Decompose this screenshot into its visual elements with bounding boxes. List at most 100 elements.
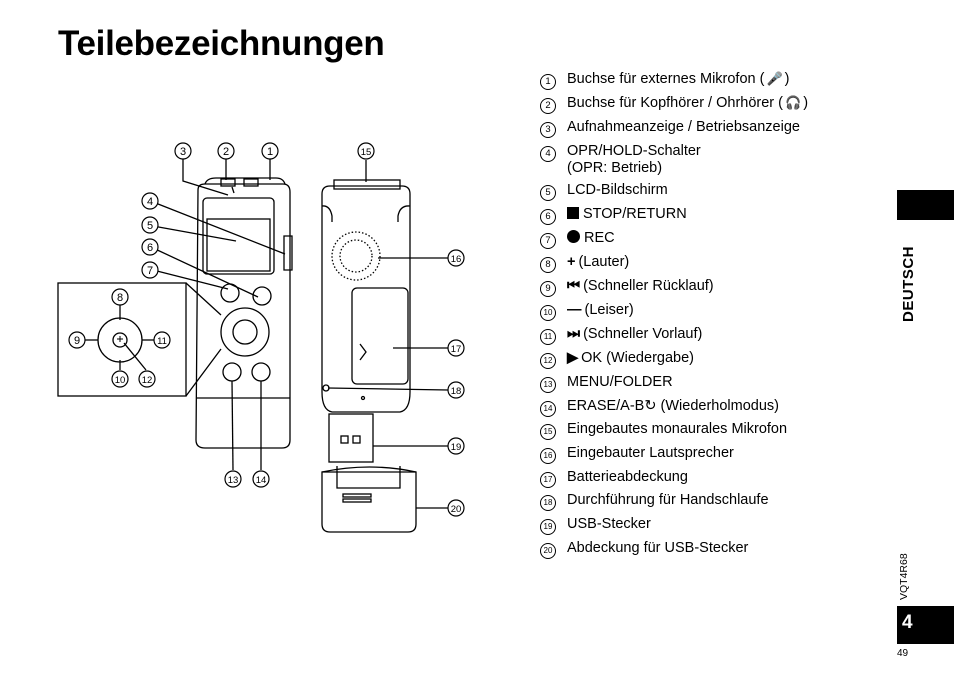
svg-text:2: 2 [223,146,229,158]
item-number: 18 [540,495,556,511]
usb-plug [328,413,374,463]
list-item: 1 Buchse für externes Mikrofon (🎤) [540,70,789,90]
stop-button [252,286,272,306]
page-number: 4 [902,612,913,633]
callout-1: 1 [261,142,279,160]
callout-20: 20 [447,499,465,517]
skip-back-icon: ⏮ [567,278,581,294]
callout-11: 11 [153,331,171,349]
list-item: 20 Abdeckung für USB-Stecker [540,539,748,559]
item-number: 9 [540,281,556,297]
item-number: 13 [540,377,556,393]
callout-18: 18 [447,381,465,399]
lcd-frame [202,197,275,275]
zoom-inset [57,282,187,397]
callout-8: 8 [111,288,129,306]
svg-text:5: 5 [147,220,153,232]
svg-text:14: 14 [256,475,267,486]
headphones-icon: 🎧 [785,95,802,110]
list-item: 3 Aufnahmeanzeige / Betriebsanzeige [540,118,800,138]
callout-15: 15 [357,142,375,160]
usb-cover [321,471,417,533]
svg-text:1: 1 [267,146,273,158]
language-tab: DEUTSCH [900,245,917,322]
callout-7: 7 [141,261,159,279]
item-number: 19 [540,519,556,535]
plus-icon: + [567,254,576,270]
list-item: 19 USB-Stecker [540,515,651,535]
svg-text:18: 18 [451,386,462,397]
svg-text:20: 20 [451,504,462,515]
speaker-grille [331,231,381,281]
lcd-screen [206,218,271,272]
footer-page-number: 49 [897,648,909,659]
record-dot-icon [567,230,580,243]
callout-14: 14 [252,470,270,488]
item-number: 20 [540,543,556,559]
jog-dial [220,307,270,357]
menu-button [222,362,242,382]
battery-cover [351,287,409,385]
svg-text:13: 13 [228,475,239,486]
item-number: 2 [540,98,556,114]
callout-10: 10 [111,370,129,388]
item-number: 4 [540,146,556,162]
svg-text:17: 17 [451,344,462,355]
item-number: 1 [540,74,556,90]
list-item: 10 —(Leiser) [540,301,634,321]
callout-19: 19 [447,437,465,455]
svg-text:15: 15 [361,147,372,158]
svg-text:11: 11 [157,336,167,347]
svg-text:16: 16 [451,254,462,265]
list-item: 5 LCD-Bildschirm [540,181,668,201]
headphone-jack [220,178,236,187]
item-number: 8 [540,257,556,273]
svg-text:19: 19 [451,442,462,453]
list-item: 4 OPR/HOLD-Schalter (OPR: Betrieb) [540,142,701,176]
list-item: 16 Eingebauter Lautsprecher [540,444,734,464]
minus-icon: — [567,302,582,318]
list-item: 8 +(Lauter) [540,253,629,273]
item-number: 16 [540,448,556,464]
ok-button [232,319,258,345]
list-item: 2 Buchse für Kopfhörer / Ohrhörer (🎧) [540,94,808,114]
callout-3: 3 [174,142,192,160]
svg-text:12: 12 [142,375,153,386]
item-number: 17 [540,472,556,488]
item-number: 7 [540,233,556,249]
skip-forward-icon: ⏭ [567,326,581,342]
section-tab [897,190,954,220]
page-title: Teilebezeichnungen [58,24,385,63]
item-number: 11 [540,329,556,345]
callout-5: 5 [141,216,159,234]
mic-icon: 🎤 [766,71,783,86]
recorder-front-body [195,183,291,449]
callout-4: 4 [141,192,159,210]
list-item: 9 ⏮(Schneller Rücklauf) [540,277,714,297]
stop-square-icon [567,207,579,219]
callout-2: 2 [217,142,235,160]
callout-16: 16 [447,249,465,267]
svg-text:9: 9 [74,335,80,347]
page-number-box [897,606,954,644]
list-item: 12 ▶OK (Wiedergabe) [540,349,694,369]
list-item: 15 Eingebautes monaurales Mikrofon [540,420,787,440]
svg-text:7: 7 [147,265,153,277]
item-number: 15 [540,424,556,440]
callout-17: 17 [447,339,465,357]
svg-text:8: 8 [117,292,123,304]
list-item: 13 MENU/FOLDER [540,373,673,393]
svg-text:3: 3 [180,146,186,158]
list-item: 6 STOP/RETURN [540,205,687,225]
item-number: 10 [540,305,556,321]
mic-jack [243,178,259,187]
item-number: 6 [540,209,556,225]
callout-6: 6 [141,238,159,256]
item-number: 14 [540,401,556,417]
svg-text:4: 4 [147,196,153,208]
list-item: 14 ERASE/A-B↻ (Wiederholmodus) [540,397,779,417]
erase-button [251,362,271,382]
list-item: 7 REC [540,229,615,249]
device-illustration: 1 2 3 4 5 6 7 8 9 10 11 12 13 14 15 16 1… [57,142,465,533]
list-item: 17 Batterieabdeckung [540,468,688,488]
